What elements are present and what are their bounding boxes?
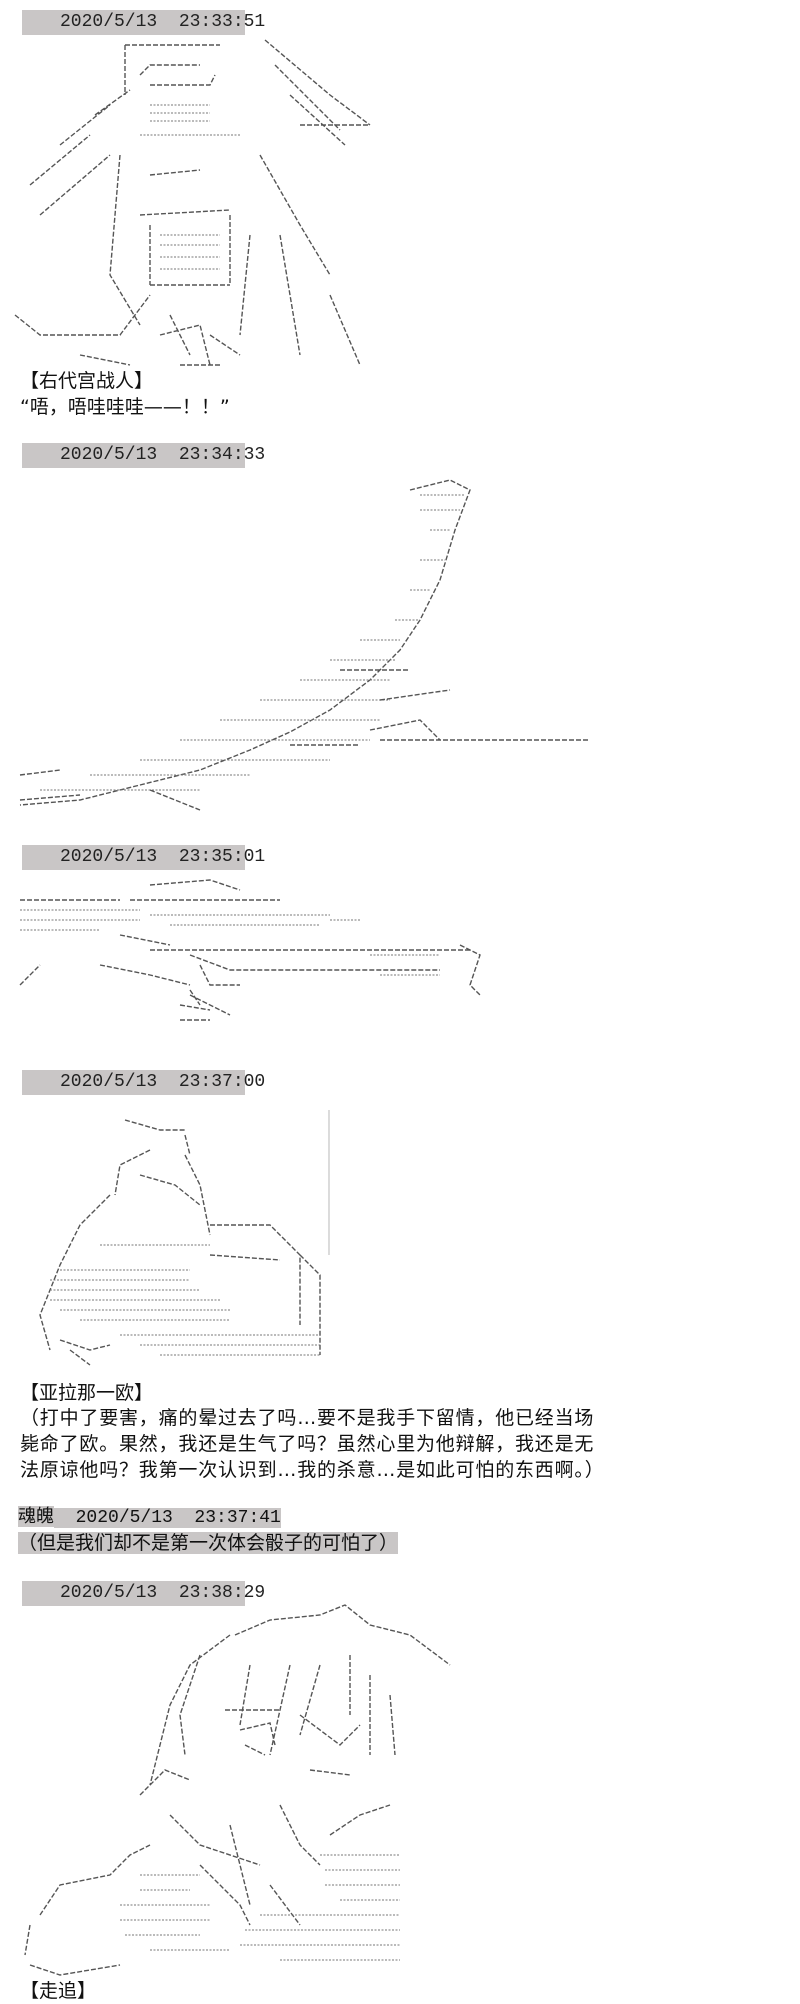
timestamp-text: 2020/5/13 23:34:33 [60,445,266,465]
post-timestamp: 2020/5/13 23:34:33 [22,443,265,468]
comment-line: （但是我们却不是第一次体会骰子的可怕了） [18,1530,399,1556]
comment-header: 魂魄 2020/5/13 23:37:41 [18,1504,281,1531]
dialogue-line: （打中了要害，痛的晕过去了吗…要不是我手下留情，他已经当场 [20,1407,595,1429]
dialogue-line: 毙命了欧。果然，我还是生气了吗？虽然心里为他辩解，我还是无 [20,1433,595,1455]
dialogue-line: “唔，唔哇哇哇——！！” [20,396,230,418]
comment-author: 魂魄 [18,1506,54,1527]
timestamp-text: 2020/5/13 23:35:01 [60,847,266,867]
post-timestamp: 2020/5/13 23:35:01 [22,845,265,870]
post-timestamp: 2020/5/13 23:38:29 [22,1581,265,1606]
comment-text: （但是我们却不是第一次体会骰子的可怕了） [18,1532,399,1554]
ascii-art-image [19,479,590,811]
ascii-art-image [39,1110,330,1366]
ascii-art-image [19,879,481,1021]
timestamp-text: 2020/5/13 23:37:00 [60,1072,266,1092]
comment-timestamp: 2020/5/13 23:37:41 [75,1508,281,1528]
speaker-name: 【右代宫战人】 [20,370,154,392]
dialogue-line: 法原谅他吗？我第一次认识到…我的杀意…是如此可怕的东西啊。） [20,1459,605,1481]
ascii-art-image [24,1604,451,1976]
speaker-name: 【亚拉那一欧】 [20,1382,154,1404]
post-timestamp: 2020/5/13 23:37:00 [22,1070,265,1095]
comment-gap [54,1508,76,1528]
speaker-name: 【走追】 [20,1980,97,2002]
post-timestamp: 2020/5/13 23:33:51 [22,10,265,35]
timestamp-text: 2020/5/13 23:38:29 [60,1583,266,1603]
timestamp-text: 2020/5/13 23:33:51 [60,12,266,32]
ascii-art-image [14,39,371,366]
